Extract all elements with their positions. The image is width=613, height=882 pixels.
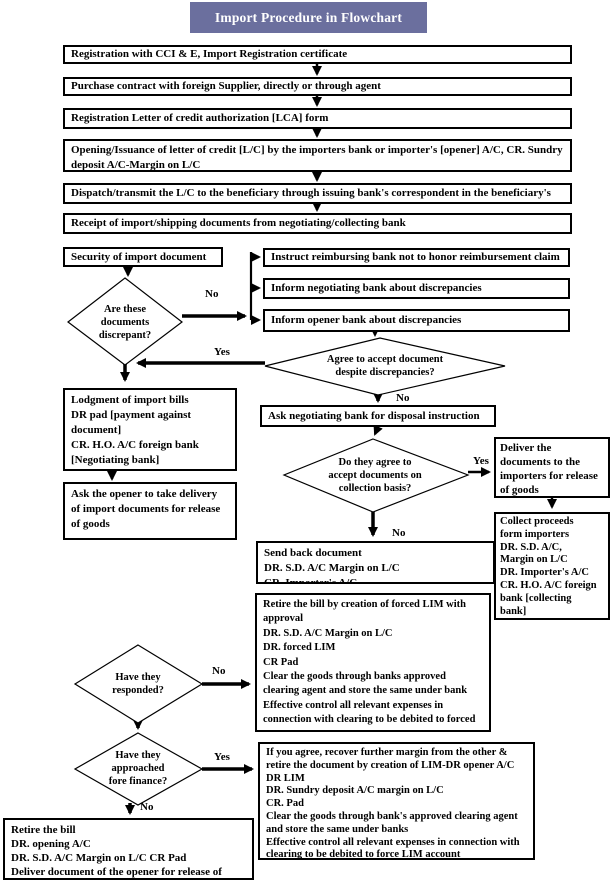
decision-diamonds <box>67 277 506 806</box>
step-dispatch-lc: Dispatch/transmit the L/C to the benefic… <box>63 183 572 204</box>
lower-arrows <box>125 679 254 815</box>
diamond-responded <box>73 644 204 724</box>
diamond-collection-text: Do they agree to accept documents on col… <box>328 457 422 494</box>
label-yes-agree: Yes <box>214 346 230 358</box>
step-registration-cci: Registration with CCI & E, Import Regist… <box>63 45 572 64</box>
diamond-agree-accept-text: Agree to accept document despite discrep… <box>326 354 444 378</box>
retire-bill-box: Retire the bill DR. opening A/C DR. S.D.… <box>3 818 254 880</box>
step-receipt-documents: Receipt of import/shipping documents fro… <box>63 213 572 234</box>
send-back-box: Send back document DR. S.D. A/C Margin o… <box>256 541 495 584</box>
security-box: Security of import document <box>63 247 223 267</box>
inform-negotiating-box: Inform negotiating bank about discrepanc… <box>263 278 570 299</box>
step-purchase-contract: Purchase contract with foreign Supplier,… <box>63 77 572 96</box>
ask-negotiating-box: Ask negotiating bank for disposal instru… <box>260 405 496 427</box>
if-you-agree-box: If you agree, recover further margin fro… <box>258 742 535 860</box>
label-no-collection: No <box>392 527 406 539</box>
ask-opener-box: Ask the opener to take delivery of impor… <box>63 482 237 540</box>
step-lca-form: Registration Letter of credit authorizat… <box>63 108 572 129</box>
deliver-documents-box: Deliver the documents to the importers f… <box>494 437 610 498</box>
step-arrows <box>123 64 322 277</box>
diamond-agree-accept <box>264 337 506 396</box>
discrepant-no-branch <box>182 252 380 337</box>
diamond-collection-basis <box>282 438 470 513</box>
label-yes-collection: Yes <box>473 455 489 467</box>
middle-arrows <box>107 424 557 537</box>
diamond-approached-text: Have they approached fore finance? <box>108 750 168 787</box>
inform-opener-box: Inform opener bank about discrepancies <box>263 309 570 332</box>
label-no-responded: No <box>212 665 226 677</box>
instruct-reimbursing-box: Instruct reimbursing bank not to honor r… <box>263 248 570 267</box>
label-no-discrepant: No <box>205 288 219 300</box>
page-title: Import Procedure in Flowchart <box>190 2 427 33</box>
step-lc-opening: Opening/Issuance of letter of credit [L/… <box>63 139 572 172</box>
lodgment-box: Lodgment of import bills DR pad [payment… <box>63 388 237 471</box>
label-no-agree: No <box>396 392 410 404</box>
collect-proceeds-box: Collect proceeds form importers DR. S.D.… <box>494 512 610 620</box>
retire-forced-lim-box: Retire the bill by creation of forced LI… <box>255 593 491 732</box>
label-no-approached: No <box>140 801 154 813</box>
label-yes-approached: Yes <box>214 751 230 763</box>
diamond-discrepant-text: Are these documents discrepant? <box>98 304 152 341</box>
diamond-discrepant <box>67 277 183 366</box>
diamond-approached <box>73 732 204 806</box>
diamond-responded-text: Have they responded? <box>112 672 164 696</box>
